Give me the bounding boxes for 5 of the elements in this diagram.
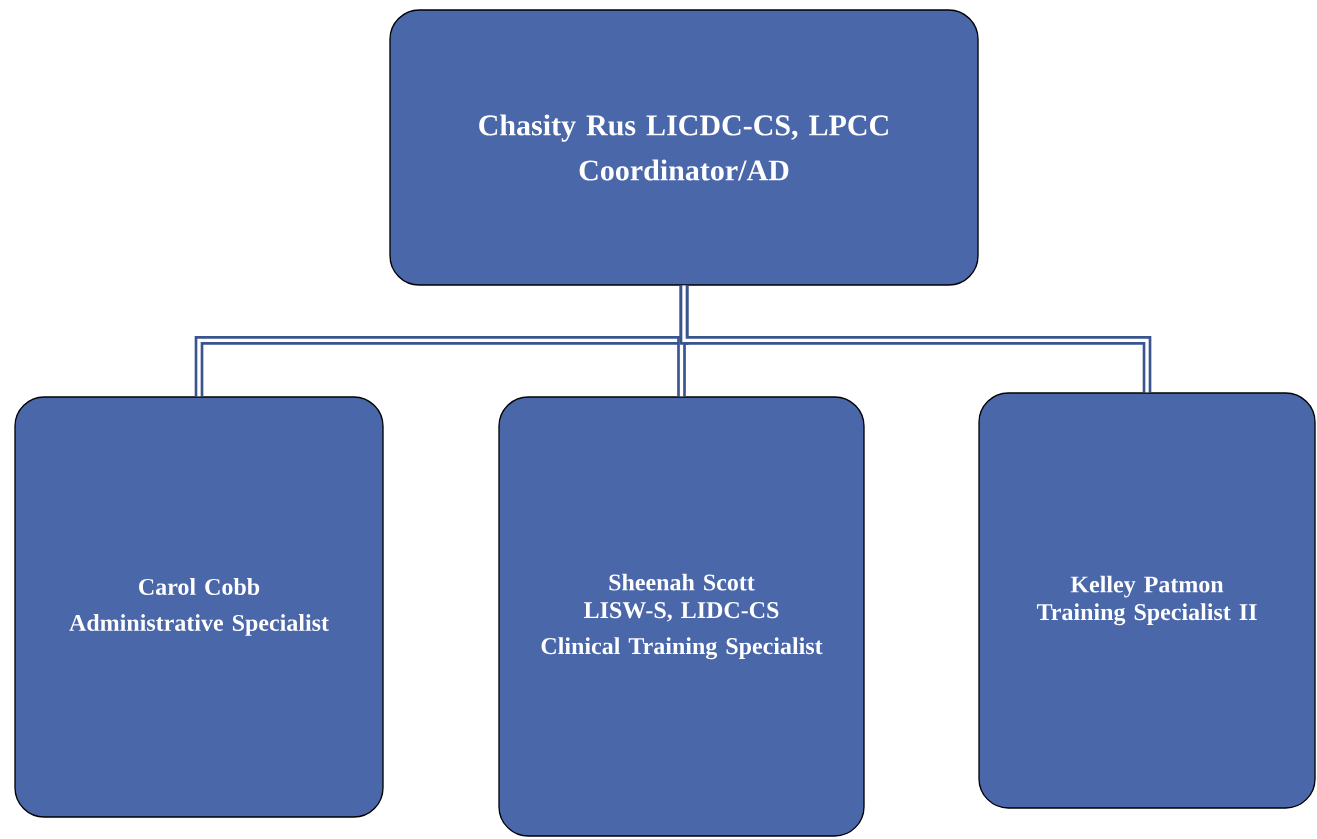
org-box: Chasity Rus LICDC-CS, LPCC Coordinator/AD xyxy=(389,9,979,286)
org-box: Carol Cobb Administrative Specialist xyxy=(14,396,384,818)
org-box: Kelley Patmon Training Specialist II xyxy=(978,392,1316,809)
org-box: Sheenah Scott LISW-S, LIDC-CS Clinical Training Specialist xyxy=(498,396,865,837)
connector xyxy=(679,285,1152,393)
